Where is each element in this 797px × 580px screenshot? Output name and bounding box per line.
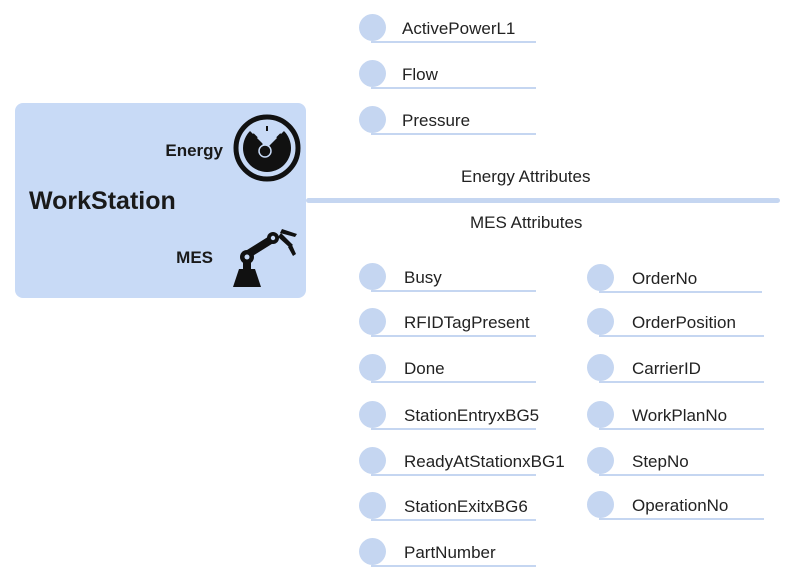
mes-attribute-label: WorkPlanNo — [632, 406, 728, 425]
mes-attribute-node: WorkPlanNo — [587, 401, 764, 431]
mes-attribute-label: CarrierID — [632, 359, 701, 378]
mes-attribute-label: Done — [404, 359, 445, 378]
energy-attribute-node: Pressure — [359, 106, 536, 136]
energy-attribute-node: Flow — [359, 60, 536, 90]
node-bullet — [359, 492, 386, 519]
branch-connector — [306, 198, 780, 203]
mes-attribute-node: OrderPosition — [587, 308, 764, 338]
mes-attribute-node: OrderNo — [587, 264, 762, 294]
node-bullet — [359, 538, 386, 565]
node-underline — [599, 518, 764, 520]
node-underline — [371, 41, 536, 43]
node-bullet — [587, 401, 614, 428]
mes-attribute-label: ReadyAtStationxBG1 — [404, 452, 565, 471]
mes-attribute-node: Busy — [359, 263, 536, 293]
mes-attributes-label: MES Attributes — [470, 213, 583, 232]
energy-label: Energy — [165, 141, 223, 160]
mes-attribute-node: PartNumber — [359, 538, 536, 568]
node-underline — [599, 428, 764, 430]
node-underline — [371, 519, 536, 521]
robot-arm-icon — [233, 229, 297, 287]
node-bullet — [359, 106, 386, 133]
mes-attribute-node: RFIDTagPresent — [359, 308, 536, 338]
energy-attribute-label: Pressure — [402, 111, 471, 130]
workstation-node: WorkStation Energy MES — [15, 103, 306, 298]
energy-attribute-label: Flow — [402, 65, 438, 84]
mes-attribute-node: StationExitxBG6 — [359, 492, 536, 522]
gauge-icon — [233, 114, 301, 182]
node-underline — [599, 291, 762, 293]
node-underline — [371, 565, 536, 567]
mes-attribute-label: StationEntryxBG5 — [404, 406, 540, 425]
mes-attribute-node: StationEntryxBG5 — [359, 401, 540, 431]
node-bullet — [359, 308, 386, 335]
node-underline — [371, 87, 536, 89]
node-bullet — [359, 60, 386, 87]
workstation-title: WorkStation — [29, 187, 176, 215]
node-bullet — [587, 491, 614, 518]
mes-label: MES — [176, 248, 213, 267]
mes-attribute-label: OperationNo — [632, 496, 729, 515]
node-bullet — [587, 308, 614, 335]
mes-attribute-label: Busy — [404, 268, 442, 287]
node-bullet — [587, 447, 614, 474]
node-underline — [371, 381, 536, 383]
mes-attribute-label: RFIDTagPresent — [404, 313, 530, 332]
node-underline — [371, 428, 536, 430]
node-bullet — [359, 447, 386, 474]
mes-attribute-label: OrderPosition — [632, 313, 736, 332]
node-underline — [371, 133, 536, 135]
mes-attribute-node: OperationNo — [587, 491, 764, 521]
energy-attributes-label: Energy Attributes — [461, 167, 591, 186]
mes-attribute-label: OrderNo — [632, 269, 698, 288]
node-bullet — [587, 264, 614, 291]
mes-attribute-node: Done — [359, 354, 536, 384]
node-underline — [371, 290, 536, 292]
node-bullet — [359, 263, 386, 290]
mes-attribute-label: PartNumber — [404, 543, 496, 562]
node-underline — [599, 381, 764, 383]
node-bullet — [359, 354, 386, 381]
node-bullet — [359, 14, 386, 41]
node-underline — [599, 335, 764, 337]
mes-attribute-label: StationExitxBG6 — [404, 497, 528, 516]
node-underline — [371, 335, 536, 337]
energy-attribute-node: ActivePowerL1 — [359, 14, 536, 44]
node-underline — [371, 474, 536, 476]
node-underline — [599, 474, 764, 476]
energy-attribute-label: ActivePowerL1 — [402, 19, 516, 38]
node-bullet — [587, 354, 614, 381]
mes-attribute-node: CarrierID — [587, 354, 764, 384]
mes-attribute-label: StepNo — [632, 452, 689, 471]
mes-attribute-node: ReadyAtStationxBG1 — [359, 447, 565, 477]
mes-attribute-node: StepNo — [587, 447, 764, 477]
node-bullet — [359, 401, 386, 428]
